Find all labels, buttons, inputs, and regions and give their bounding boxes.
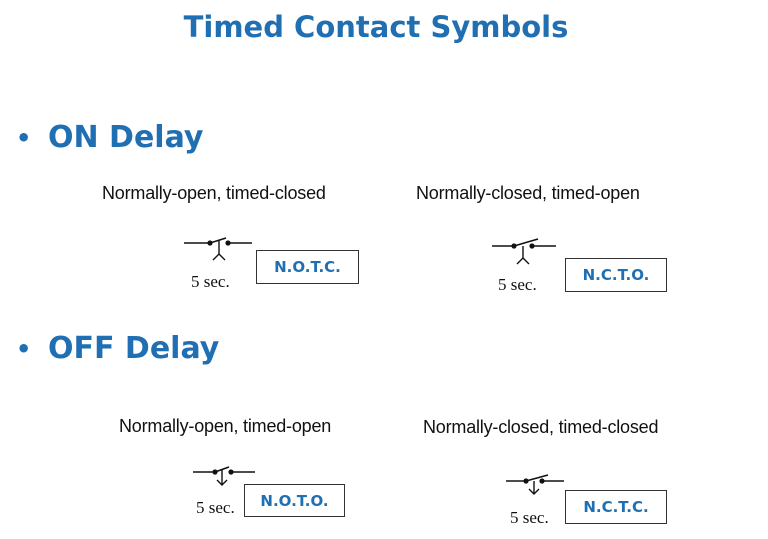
abbr-box-nctc: N.C.T.C. <box>565 490 667 524</box>
symbol-description-notc: Normally-open, timed-closed <box>102 183 326 203</box>
contact-blade <box>209 237 227 244</box>
abbr-box-ncto: N.C.T.O. <box>565 258 667 292</box>
notc-contact-symbol <box>184 237 252 261</box>
contact-blade <box>525 474 549 482</box>
timer-label-nctc: 5 sec. <box>510 508 549 527</box>
timer-arrow-down-icon <box>216 479 228 486</box>
symbol-description-ncto: Normally-closed, timed-open <box>416 183 640 203</box>
timer-label-ncto: 5 sec. <box>498 275 537 294</box>
contact-terminal-right <box>529 243 535 249</box>
noto-contact-symbol <box>193 466 255 486</box>
contact-terminal-right <box>225 240 231 246</box>
section-heading-off-delay: • OFF Delay <box>16 331 219 366</box>
bullet-icon: • <box>16 334 32 363</box>
bullet-icon: • <box>16 123 32 152</box>
nctc-contact-symbol <box>506 474 564 495</box>
ncto-contact-symbol <box>492 238 556 265</box>
timer-label-noto: 5 sec. <box>196 498 235 517</box>
timer-label-notc: 5 sec. <box>191 272 230 291</box>
contact-blade <box>513 238 539 247</box>
section-heading-label: ON Delay <box>48 120 204 155</box>
abbr-box-notc: N.O.T.C. <box>256 250 359 284</box>
symbol-description-nctc: Normally-closed, timed-closed <box>423 417 659 437</box>
page-title: Timed Contact Symbols <box>183 10 569 44</box>
symbol-description-noto: Normally-open, timed-open <box>119 416 332 436</box>
contact-terminal-left <box>511 243 517 249</box>
section-heading-label: OFF Delay <box>48 331 220 366</box>
timer-arrow-up-icon <box>516 257 530 265</box>
abbr-box-noto: N.O.T.O. <box>244 484 345 517</box>
section-heading-on-delay: • ON Delay <box>16 120 203 155</box>
timer-arrow-up-icon <box>212 253 226 261</box>
timer-arrow-down-icon <box>528 488 540 495</box>
contact-terminal-right <box>539 478 545 484</box>
contact-terminal-right <box>228 469 234 475</box>
